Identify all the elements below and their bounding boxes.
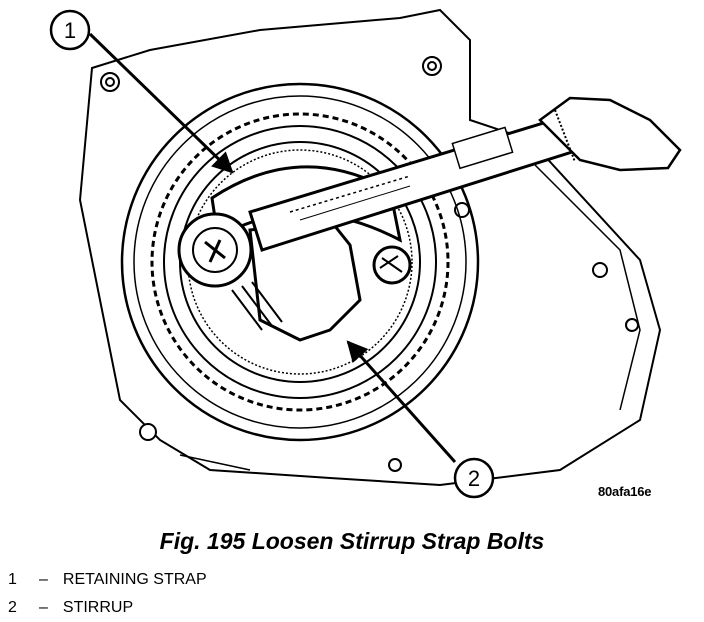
legend-separator: – bbox=[39, 571, 48, 588]
mounting-holes bbox=[100, 56, 639, 472]
housing-outline bbox=[78, 8, 662, 487]
illustration: 1 2 bbox=[49, 8, 682, 499]
stirrup-hatch bbox=[231, 281, 283, 331]
leader-1 bbox=[88, 32, 234, 174]
torque-wrench bbox=[177, 96, 682, 288]
figure-caption: Fig. 195 Loosen Stirrup Strap Bolts bbox=[159, 528, 545, 554]
legend-label: STIRRUP bbox=[62, 599, 134, 616]
callout-1: 1 bbox=[49, 9, 91, 51]
legend-item-retaining-strap: 1 – RETAINING STRAP bbox=[8, 566, 207, 594]
leader-2 bbox=[346, 340, 457, 463]
legend: 1 – RETAINING STRAP 2 – STIRRUP bbox=[8, 566, 207, 622]
legend-number: 2 bbox=[8, 599, 17, 616]
housing-inner-contour bbox=[179, 40, 641, 471]
figure-code: 80afa16e bbox=[598, 484, 652, 499]
callout-2: 2 bbox=[453, 457, 495, 499]
legend-number: 1 bbox=[8, 571, 17, 588]
legend-item-stirrup: 2 – STIRRUP bbox=[8, 594, 207, 622]
callout-1-number: 1 bbox=[64, 18, 76, 43]
strap-bolt bbox=[372, 245, 412, 285]
legend-label: RETAINING STRAP bbox=[62, 571, 207, 588]
ring-gear bbox=[120, 82, 480, 442]
legend-separator: – bbox=[39, 599, 48, 616]
callout-2-number: 2 bbox=[468, 466, 480, 491]
